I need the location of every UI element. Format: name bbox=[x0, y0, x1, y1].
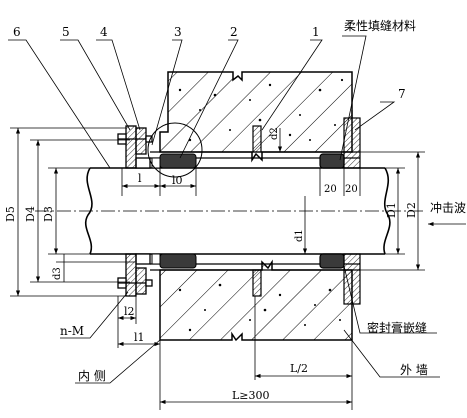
label-flexible-filler: 柔性填缝材料 bbox=[344, 18, 416, 33]
callout-1: 1 bbox=[312, 25, 320, 39]
sealing-ring-left bbox=[151, 153, 197, 269]
dim-l: l bbox=[138, 172, 142, 185]
label-shock-wave: 冲击波 bbox=[430, 200, 466, 215]
callout-5: 5 bbox=[62, 25, 70, 39]
callout-6: 6 bbox=[13, 25, 21, 39]
dim-D1: D1 bbox=[385, 202, 398, 218]
leader-lines bbox=[8, 35, 440, 384]
right-dimension-lines bbox=[277, 128, 466, 271]
callout-7: 7 bbox=[398, 87, 406, 101]
dim-D5: D5 bbox=[4, 206, 17, 222]
right-seal-assembly bbox=[319, 110, 361, 305]
concrete-speckle-lower bbox=[178, 283, 341, 332]
left-dimension-lines bbox=[10, 127, 135, 297]
label-sealant-joint: 密封膏嵌缝 bbox=[367, 320, 427, 335]
dim-l-min: L≥300 bbox=[232, 389, 270, 402]
bottom-dimension-lines bbox=[117, 296, 353, 410]
dim-l1: l1 bbox=[134, 331, 145, 344]
label-bolt: n-M bbox=[60, 324, 84, 338]
dim-D2: D2 bbox=[405, 202, 418, 218]
dim-l0: l0 bbox=[172, 174, 183, 187]
concrete-speckle-upper bbox=[178, 78, 344, 142]
callout-3: 3 bbox=[174, 25, 182, 39]
dim-20-b: 20 bbox=[345, 184, 358, 195]
detail-circle bbox=[147, 122, 203, 178]
dim-D4: D4 bbox=[24, 206, 37, 222]
dim-20-a: 20 bbox=[324, 184, 337, 195]
callout-4: 4 bbox=[100, 25, 108, 39]
dim-l2: l2 bbox=[124, 305, 135, 318]
callout-2: 2 bbox=[230, 25, 238, 39]
left-flange-assembly bbox=[117, 125, 153, 297]
dim-d3: d3 bbox=[52, 267, 63, 280]
dim-d1: d1 bbox=[294, 229, 305, 242]
dim-d2: d2 bbox=[269, 127, 280, 140]
water-stop-ring bbox=[252, 125, 262, 297]
dim-D3: D3 bbox=[42, 206, 55, 222]
label-inner-side: 内 侧 bbox=[78, 369, 106, 383]
dim-half-l: L/2 bbox=[290, 362, 308, 375]
top-dimension-lines bbox=[121, 168, 361, 196]
label-outer-wall: 外 墙 bbox=[400, 363, 428, 377]
